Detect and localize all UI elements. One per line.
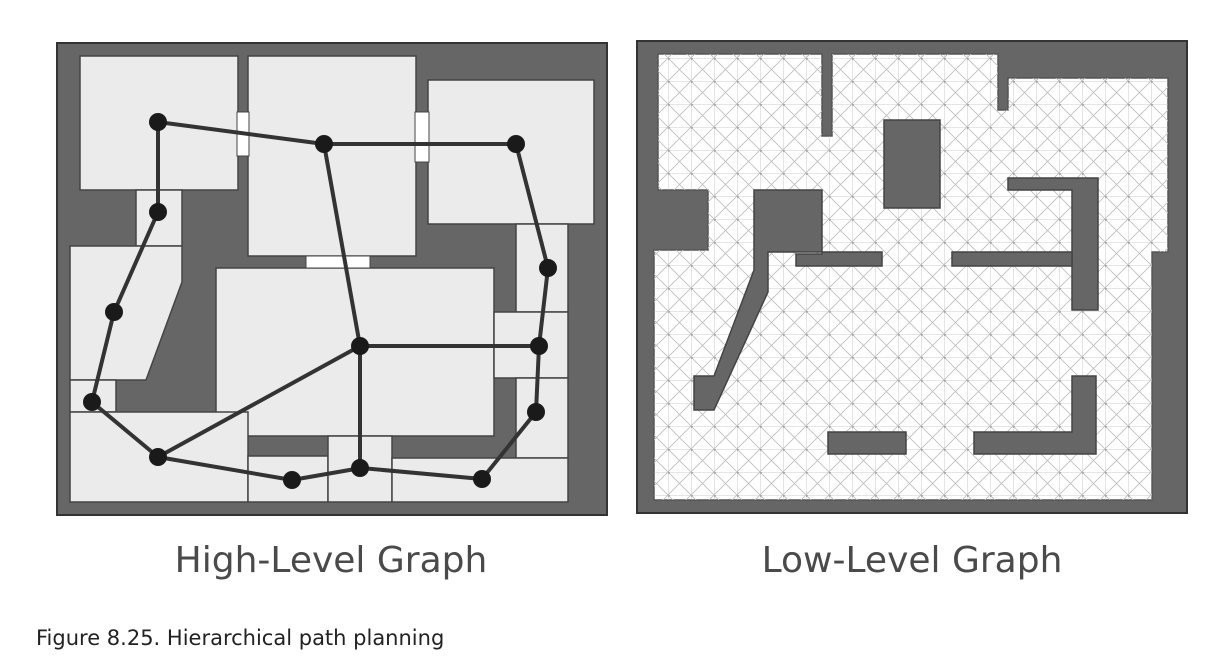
obstacle-diagonal-wall — [693, 189, 883, 411]
node — [105, 303, 123, 321]
high-level-graph-diagram — [56, 42, 608, 516]
node — [527, 403, 545, 421]
node — [283, 471, 301, 489]
node — [507, 135, 525, 153]
node — [351, 459, 369, 477]
node — [530, 337, 548, 355]
node — [315, 135, 333, 153]
node — [149, 113, 167, 131]
room-left — [69, 245, 183, 381]
high-level-graph-caption: High-Level Graph — [174, 540, 488, 581]
room-top-right — [427, 79, 595, 225]
node — [83, 393, 101, 411]
obstacle-bottom-L — [973, 375, 1097, 455]
node — [473, 470, 491, 488]
obstacles — [693, 119, 1099, 455]
graph-nodes — [83, 113, 557, 489]
node — [149, 448, 167, 466]
room-top-center — [247, 55, 417, 257]
door-center-top — [305, 255, 371, 269]
obstacle-right-bracket — [1007, 177, 1099, 311]
graph-edges — [90, 120, 550, 482]
node — [351, 337, 369, 355]
doors — [236, 111, 430, 269]
navigation-grid — [654, 54, 1168, 500]
clipped-text-fragment — [0, 0, 1228, 12]
node — [149, 203, 167, 221]
node — [539, 259, 557, 277]
obstacle-pillar — [883, 119, 941, 209]
obstacle-right-bar — [951, 251, 1073, 267]
door-top-right — [414, 111, 430, 163]
low-level-graph-diagram — [636, 40, 1188, 514]
low-level-graph-caption: Low-Level Graph — [761, 540, 1063, 581]
obstacle-bottom-bar — [827, 431, 907, 455]
figure-caption: Figure 8.25. Hierarchical path planning — [36, 626, 445, 650]
